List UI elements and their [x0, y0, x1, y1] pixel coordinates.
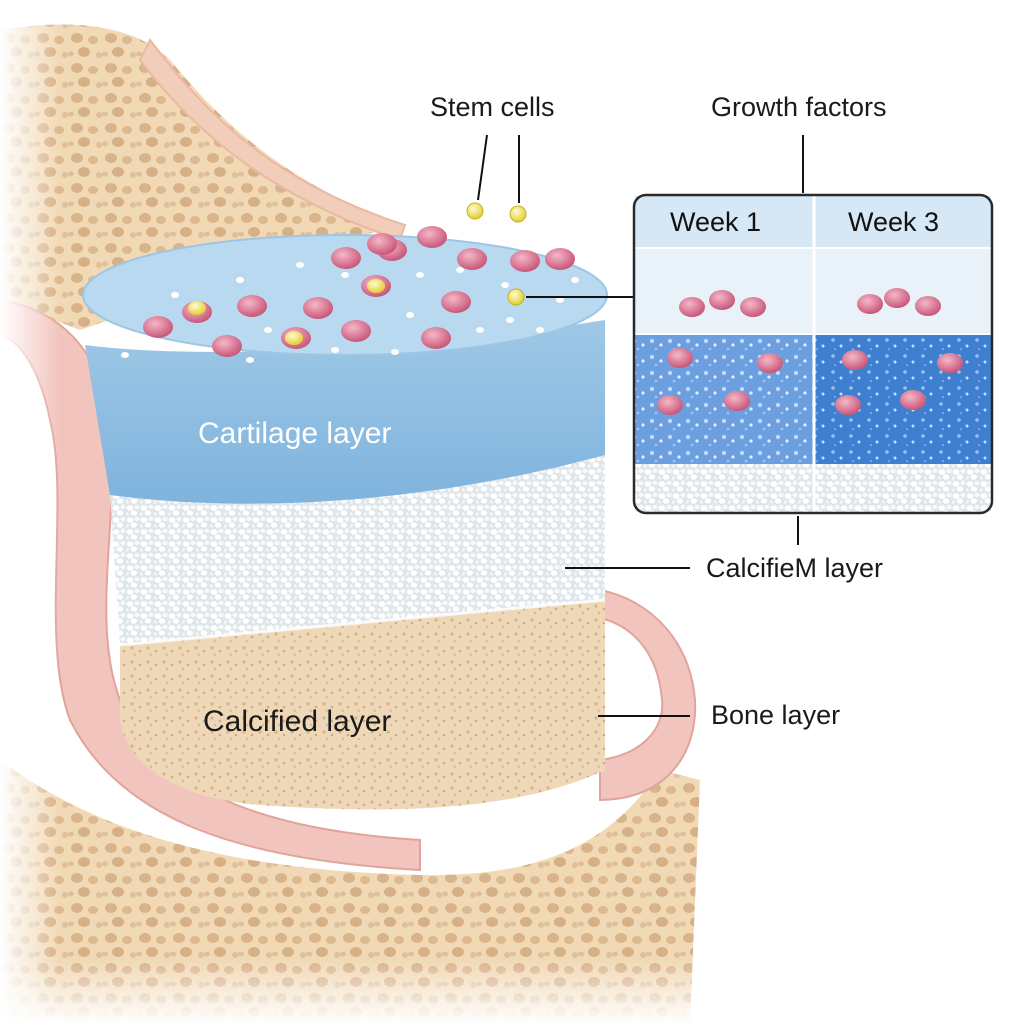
matrix-granule [556, 297, 564, 303]
chondrocyte-cell [457, 248, 487, 270]
chondrocyte-cell [143, 316, 173, 338]
joint-capsule-right [599, 588, 697, 802]
week-1-label: Week 1 [670, 207, 762, 237]
stem-cells-label: Stem cells [430, 92, 555, 122]
matrix-granule [246, 357, 254, 363]
chondrocyte-cell [421, 327, 451, 349]
stem-cell [466, 202, 484, 220]
matrix-granule [506, 317, 514, 323]
inset-cell [667, 348, 693, 368]
inset-cell [757, 353, 783, 373]
stem-cell [367, 279, 385, 293]
inset-cell [900, 390, 926, 410]
inset-cell [915, 296, 941, 316]
stem-cell [509, 205, 527, 223]
matrix-granule [171, 292, 179, 298]
matrix-granule [406, 312, 414, 318]
cartilage-layer-label: Cartilage layer [198, 417, 392, 450]
calcified-layer-label-right: CalcifieM layer [706, 553, 884, 583]
time-comparison-inset [632, 193, 994, 515]
stem-cell [188, 301, 206, 315]
chondrocyte-cells [143, 226, 575, 357]
chondrocyte-cell [367, 233, 397, 255]
chondrocyte-cell [331, 247, 361, 269]
bone-layer-label: Bone layer [711, 700, 841, 730]
matrix-granule [236, 277, 244, 283]
inset-cell [937, 353, 963, 373]
matrix-granule [391, 349, 399, 355]
growth-factors-label: Growth factors [711, 92, 887, 122]
cartilage-layer-side [85, 320, 605, 504]
leader-lines [477, 134, 804, 717]
calcified-layer-plug [110, 455, 605, 645]
inset-cell [724, 391, 750, 411]
chondrocyte-cell [441, 291, 471, 313]
inset-cell [709, 290, 735, 310]
chondrocyte-cell [545, 248, 575, 270]
chondrocyte-cell [417, 226, 447, 248]
bone-layer-plug [120, 600, 605, 810]
matrix-granules [121, 262, 579, 363]
chondrocyte-cell [341, 320, 371, 342]
inset-cell [835, 395, 861, 415]
matrix-granule [126, 337, 134, 343]
inset-cell [842, 350, 868, 370]
inset-cell [679, 297, 705, 317]
chondrocyte-cell [237, 295, 267, 317]
matrix-granule [341, 272, 349, 278]
chondrocyte-cell [303, 297, 333, 319]
inset-cell [740, 297, 766, 317]
week-3-label: Week 3 [848, 207, 940, 237]
matrix-granule [416, 272, 424, 278]
matrix-granule [331, 347, 339, 353]
inset-cell [857, 294, 883, 314]
matrix-granule [536, 327, 544, 333]
stem-cell [507, 288, 525, 306]
inset-cell [657, 395, 683, 415]
matrix-granule [476, 327, 484, 333]
matrix-granule [501, 282, 509, 288]
matrix-granule [121, 352, 129, 358]
matrix-granule [264, 327, 272, 333]
lower-bone [0, 760, 700, 1024]
inset-cell [884, 288, 910, 308]
stem-cell [285, 331, 303, 345]
matrix-granule [296, 262, 304, 268]
matrix-granule [456, 267, 464, 273]
matrix-granule [571, 277, 579, 283]
chondrocyte-cell [510, 250, 540, 272]
chondrocyte-cell [212, 335, 242, 357]
calcified-layer-label: Calcified layer [203, 705, 392, 738]
matrix-granule [182, 345, 190, 351]
